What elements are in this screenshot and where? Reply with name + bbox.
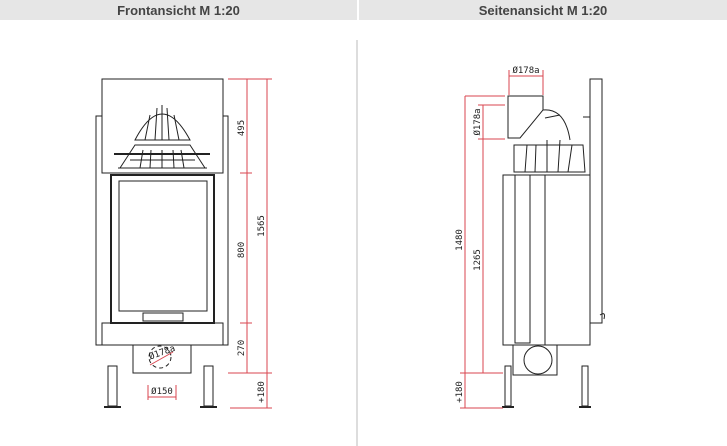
front-base <box>101 322 224 346</box>
dim-side-legs-180: +180 <box>455 381 465 403</box>
side-view-title: Seitenansicht M 1:20 <box>478 2 608 18</box>
heat-dome <box>114 105 210 169</box>
side-door <box>514 174 531 344</box>
dim-legs-180: +180 <box>257 381 267 403</box>
dim-flue-178-top: Ø178a <box>512 65 539 76</box>
dim-body-1265: 1265 <box>473 249 483 271</box>
front-view-title: Frontansicht M 1:20 <box>117 2 240 18</box>
dim-flue-178-side: Ø178a <box>472 108 483 135</box>
front-view-header: Frontansicht M 1:20 <box>0 0 357 20</box>
wall-plate <box>589 78 603 324</box>
front-legs <box>104 365 217 408</box>
dim-flue-178-front: Ø178a <box>148 343 177 363</box>
flue-circle <box>148 345 172 369</box>
dim-total-1480: 1480 <box>455 229 465 251</box>
dim-door-800: 800 <box>237 242 247 258</box>
dim-total-1565: 1565 <box>257 215 267 237</box>
side-legs <box>502 365 591 408</box>
side-view: Ø178a Ø178a 1480 1265 +180 <box>455 65 605 409</box>
side-dimensions <box>460 70 544 409</box>
dim-top-495: 495 <box>237 120 247 136</box>
side-flue-circle <box>523 345 553 375</box>
side-body <box>502 174 591 346</box>
side-dome <box>507 95 590 173</box>
dim-bottom-270: 270 <box>237 340 247 356</box>
front-dimensions <box>147 78 272 409</box>
flue-box <box>132 344 192 374</box>
dim-flue-150: Ø150 <box>151 386 173 397</box>
wall-hook <box>599 313 605 320</box>
front-glass <box>118 180 208 312</box>
front-door-frame <box>110 174 215 324</box>
door-handle <box>142 312 184 322</box>
front-view: 495 800 270 1565 +180 Ø150 Ø178a <box>95 78 272 409</box>
side-flue-box <box>512 344 558 376</box>
side-view-header: Seitenansicht M 1:20 <box>359 0 727 20</box>
